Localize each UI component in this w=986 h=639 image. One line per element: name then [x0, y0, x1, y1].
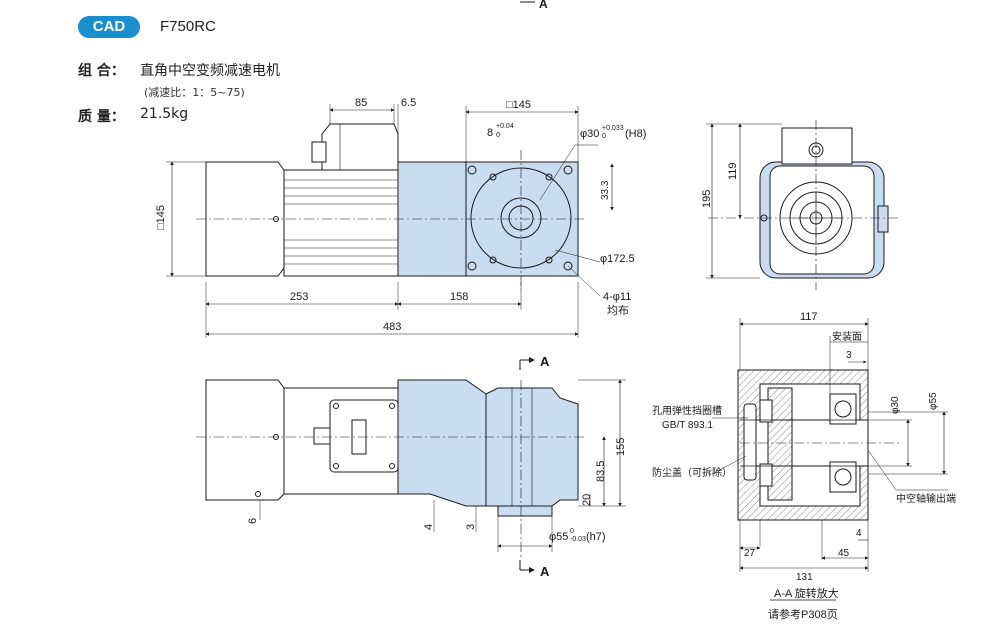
motor-body — [283, 169, 399, 277]
mass-value: 21.5kg — [140, 106, 189, 122]
model-number: F750RC — [160, 18, 216, 35]
svg-text:GB/T 893.1: GB/T 893.1 — [662, 420, 713, 431]
combo-value: 直角中空变频减速电机 — [140, 63, 280, 79]
svg-text:0: 0 — [602, 133, 606, 140]
svg-text:4: 4 — [423, 524, 435, 530]
svg-text:安装面: 安装面 — [832, 330, 862, 343]
svg-text:4: 4 — [856, 528, 862, 539]
svg-text:131: 131 — [796, 572, 813, 583]
svg-text:+0.033: +0.033 — [602, 125, 624, 132]
svg-text:A: A — [540, 354, 550, 369]
svg-text:483: 483 — [383, 321, 401, 333]
svg-text:均布: 均布 — [607, 304, 629, 317]
svg-text:27: 27 — [744, 548, 756, 559]
svg-text:A: A — [540, 564, 550, 579]
svg-text:20: 20 — [581, 494, 593, 506]
mass-label: 质 量： — [78, 109, 125, 125]
svg-text:A: A — [539, 0, 548, 11]
bottom-view-dims: A A 155 83.5 20 6 4 3 φ55 0 -0.03 (h7) — [247, 354, 627, 579]
svg-text:请参考P308页: 请参考P308页 — [768, 607, 838, 621]
svg-text:(H8): (H8) — [625, 128, 646, 140]
svg-text:□145: □145 — [506, 99, 531, 111]
svg-text:□145: □145 — [155, 205, 167, 230]
svg-text:φ55: φ55 — [928, 392, 939, 410]
svg-text:φ30: φ30 — [580, 128, 599, 140]
svg-text:6.5: 6.5 — [401, 97, 416, 109]
ratio-note: (减速比：1：5~75) — [144, 86, 245, 99]
section-aa — [711, 318, 948, 601]
side-view-dims: 195 119 — [701, 162, 739, 208]
bottom-view — [196, 357, 626, 573]
svg-text:0: 0 — [496, 132, 500, 139]
svg-text:33.3: 33.3 — [600, 180, 611, 200]
svg-text:A-A 旋转放大: A-A 旋转放大 — [774, 586, 839, 600]
side-view — [706, 120, 900, 290]
svg-text:119: 119 — [727, 162, 739, 180]
svg-text:158: 158 — [450, 291, 468, 303]
svg-text:孔用弹性挡圈槽: 孔用弹性挡圈槽 — [652, 404, 722, 417]
svg-text:8: 8 — [487, 127, 493, 139]
front-view-dims: 85 6.5 □145 8 +0.04 0 φ30 +0.033 0 (H8) … — [155, 97, 646, 333]
front-view — [166, 104, 614, 338]
svg-text:φ172.5: φ172.5 — [600, 253, 635, 265]
svg-text:φ30: φ30 — [890, 396, 901, 414]
cad-badge: CAD — [78, 16, 140, 38]
svg-text:φ55: φ55 — [549, 531, 568, 543]
top-section-mark: A — [520, 0, 548, 11]
svg-text:0: 0 — [570, 528, 574, 535]
svg-text:4-φ11: 4-φ11 — [603, 291, 631, 303]
svg-text:6: 6 — [247, 518, 259, 524]
combo-label: 组 合： — [78, 63, 125, 79]
svg-text:253: 253 — [290, 291, 308, 303]
svg-text:-0.03: -0.03 — [570, 536, 586, 543]
terminal-box — [321, 123, 399, 171]
svg-text:155: 155 — [615, 438, 627, 456]
section-aa-labels: 117 安装面 3 φ30 φ55 孔用弹性挡圈槽 GB/T 893.1 防尘盖… — [652, 311, 956, 621]
svg-text:中空轴输出端: 中空轴输出端 — [896, 492, 956, 505]
svg-text:85: 85 — [355, 97, 367, 109]
svg-text:+0.04: +0.04 — [496, 123, 514, 130]
svg-text:防尘盖（可拆除）: 防尘盖（可拆除） — [652, 466, 732, 479]
svg-text:117: 117 — [800, 311, 818, 323]
svg-text:(h7): (h7) — [586, 531, 606, 543]
svg-text:45: 45 — [838, 548, 850, 559]
svg-text:83.5: 83.5 — [595, 461, 607, 482]
svg-text:3: 3 — [465, 524, 477, 530]
svg-text:195: 195 — [701, 190, 713, 208]
svg-text:3: 3 — [846, 350, 852, 361]
